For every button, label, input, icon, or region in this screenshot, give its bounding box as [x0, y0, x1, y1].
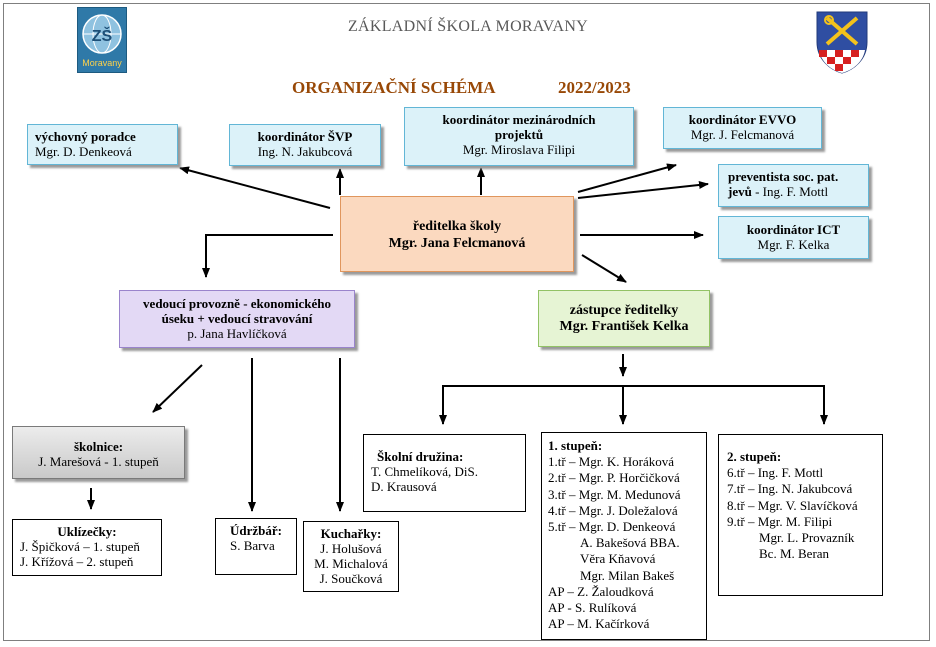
svp-role: koordinátor ŠVP — [257, 129, 353, 144]
stage1-class: 1.tř – Mgr. K. Horáková — [548, 454, 675, 470]
counselor-name: Mgr. D. Denkeová — [35, 144, 132, 159]
node-ict: koordinátor ICT Mgr. F. Kelka — [718, 216, 869, 259]
stage1-assistant: AP – Z. Žaloudková — [548, 583, 654, 599]
stage1-class: 2.tř – Mgr. P. Horčičková — [548, 470, 680, 486]
node-stage-1: 1. stupeň: 1.tř – Mgr. K. Horáková 2.tř … — [541, 432, 707, 640]
arrow-to-counselor — [179, 166, 331, 209]
node-operations: vedoucí provozně - ekonomického úseku + … — [119, 290, 355, 348]
prevention-name: - Ing. F. Mottl — [751, 184, 829, 199]
node-janitor: školnice: J. Marešová - 1. stupeň — [12, 426, 185, 479]
scheme-title: ORGANIZAČNÍ SCHÉMA — [292, 78, 496, 97]
operations-name: p. Jana Havlíčková — [187, 326, 287, 341]
ict-name: Mgr. F. Kelka — [757, 237, 830, 252]
node-deputy: zástupce ředitelky Mgr. František Kelka — [538, 290, 710, 347]
stage1-teacher: Mgr. Milan Bakeš — [580, 567, 675, 583]
stage1-class: 3.tř – Mgr. M. Medunová — [548, 486, 681, 502]
logo-text: Moravany — [82, 58, 122, 68]
arrow-to-prevention — [577, 180, 709, 199]
director-role: ředitelka školy — [412, 219, 502, 234]
node-school-club: Školní družina: T. Chmelíková, DiS. D. K… — [363, 434, 526, 512]
logo-mark: ZŠ — [92, 26, 113, 45]
node-evvo: koordinátor EVVO Mgr. J. Felcmanová — [663, 107, 822, 149]
stage1-assistant: AP - S. Rulíková — [548, 600, 637, 616]
coat-of-arms — [815, 10, 869, 74]
stage2-teacher: Mgr. L. Provazník — [759, 530, 855, 546]
operations-role: vedoucí provozně - ekonomického úseku + … — [143, 296, 331, 326]
school-year: 2022/2023 — [558, 78, 631, 97]
globe-icon: ZŠ Moravany — [82, 14, 122, 68]
node-maintenance: Údržbář: S. Barva — [215, 518, 297, 575]
stage1-role: 1. stupeň: — [548, 438, 603, 453]
stage1-teacher: A. Bakešová BBA. — [580, 535, 680, 551]
arrow-to-evvo — [577, 163, 677, 193]
intl-role: koordinátor mezinárodních projektů — [442, 112, 596, 142]
intl-name: Mgr. Miroslava Filipi — [462, 142, 576, 157]
cooks-line: M. Michalová — [314, 556, 388, 571]
node-svp: koordinátor ŠVP Ing. N. Jakubcová — [229, 124, 381, 166]
director-name: Mgr. Jana Felcmanová — [388, 236, 526, 251]
arrow-to-janitor — [152, 364, 203, 413]
deputy-name: Mgr. František Kelka — [559, 319, 689, 334]
node-counselor: výchovný poradce Mgr. D. Denkeová — [27, 124, 178, 165]
maintenance-role: Údržbář: — [230, 523, 282, 538]
stage2-class: 8.tř – Mgr. V. Slavíčková — [727, 497, 858, 513]
stage1-teacher: Věra Kňavová — [580, 551, 656, 567]
club-role: Školní družina: — [377, 449, 464, 464]
node-stage-2: 2. stupeň: 6.tř – Ing. F. Mottl 7.tř – I… — [718, 434, 883, 596]
stage1-assistant: AP – M. Kačírková — [548, 616, 650, 632]
club-line: D. Krausová — [371, 479, 437, 494]
cleaners-line: J. Křížová – 2. stupeň — [20, 554, 134, 569]
node-director: ředitelka školy Mgr. Jana Felcmanová — [340, 196, 574, 272]
stage2-class: 6.tř – Ing. F. Mottl — [727, 465, 824, 481]
page-frame — [3, 3, 930, 641]
arrow-to-deputy — [581, 254, 627, 283]
evvo-role: koordinátor EVVO — [688, 112, 797, 127]
node-international-projects: koordinátor mezinárodních projektů Mgr. … — [404, 107, 634, 166]
stage2-role: 2. stupeň: — [727, 449, 782, 464]
cleaners-line: J. Špičková – 1. stupeň — [20, 539, 140, 554]
arrow-to-operations — [202, 234, 333, 278]
evvo-name: Mgr. J. Felcmanová — [690, 127, 795, 142]
coat-of-arms-icon — [816, 11, 868, 74]
janitor-role: školnice: — [73, 439, 124, 454]
school-logo: ZŠ Moravany — [77, 7, 127, 73]
svp-name: Ing. N. Jakubcová — [257, 144, 353, 159]
stage1-class: 5.tř – Mgr. D. Denkeová — [548, 519, 676, 535]
ict-role: koordinátor ICT — [746, 222, 841, 237]
cooks-line: J. Holušová — [320, 541, 382, 556]
node-prevention: preventista soc. pat. jevů - Ing. F. Mot… — [718, 164, 869, 207]
deputy-role: zástupce ředitelky — [569, 303, 679, 318]
prevention-role: preventista soc. pat. jevů — [728, 169, 839, 199]
stage1-class: 4.tř – Mgr. J. Doležalová — [548, 502, 678, 518]
cooks-role: Kuchařky: — [320, 526, 382, 541]
counselor-role: výchovný poradce — [35, 129, 136, 144]
stage2-class: 9.tř – Mgr. M. Filipi — [727, 513, 833, 529]
cooks-line: J. Součková — [319, 571, 383, 586]
stage2-class: 7.tř – Ing. N. Jakubcová — [727, 481, 853, 497]
janitor-name: J. Marešová - 1. stupeň — [38, 454, 159, 469]
maintenance-line: S. Barva — [230, 538, 275, 553]
stage2-teacher: Bc. M. Beran — [759, 546, 830, 562]
node-cleaners: Uklízečky: J. Špičková – 1. stupeň J. Kř… — [12, 519, 162, 576]
cleaners-role: Uklízečky: — [57, 524, 117, 539]
node-cooks: Kuchařky: J. Holušová M. Michalová J. So… — [303, 521, 399, 592]
club-line: T. Chmelíková, DiS. — [371, 464, 479, 479]
school-name: ZÁKLADNÍ ŠKOLA MORAVANY — [347, 18, 589, 35]
branch-line — [442, 385, 825, 404]
